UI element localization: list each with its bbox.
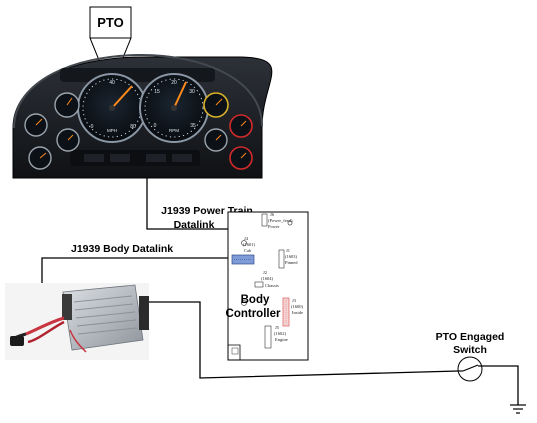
small-gauge [24, 113, 48, 137]
speedometer-tick-label: 40 [109, 80, 115, 86]
small-gauge [204, 128, 228, 152]
connector-j5 [264, 325, 272, 349]
instrument-cluster: 0 40 80 MPH 0 15 20 30 35 RPM [12, 53, 273, 179]
tachometer-gauge: 0 15 20 30 35 RPM [139, 73, 209, 143]
connector-j6-id: J6 [270, 212, 275, 217]
speedometer-unit: MPH [107, 128, 117, 133]
connector-j1-id: J1 [286, 248, 290, 253]
connector-j3-code: (1600) [291, 304, 303, 309]
connector-j2-name: Chassis [265, 283, 279, 288]
small-gauge [56, 128, 80, 152]
power-train-datalink-wire [146, 163, 237, 230]
connector-j3-name: Inside [292, 310, 303, 315]
small-gauge [54, 92, 80, 118]
connector-j1 [278, 249, 285, 269]
ground-wire [482, 365, 519, 405]
connector-j5-name: Engine [275, 337, 288, 342]
ground-icon [510, 404, 526, 414]
speedometer-needle [111, 85, 133, 109]
connector-j6-name: Power [268, 224, 280, 229]
connector-j1-name: Pinned [285, 260, 298, 265]
tachometer-tick-label: 30 [189, 89, 195, 95]
pto-callout-label: PTO [97, 15, 124, 30]
tachometer-tick-label: 35 [190, 123, 196, 129]
tachometer-needle [173, 81, 187, 109]
tachometer-tick-label: 15 [154, 89, 160, 95]
connector-j1-code: (1603) [285, 254, 297, 259]
connector-j6-code: (Power_feed) [268, 218, 293, 223]
speedometer-gauge: 0 40 80 MPH [77, 73, 147, 143]
connector-j4-name: Cab [244, 248, 252, 253]
tachometer-tick-label: 20 [171, 80, 177, 86]
power-train-datalink-label: Datalink [174, 219, 215, 231]
small-gauge [28, 146, 52, 170]
pto-engaged-switch: PTO Engaged Switch [436, 331, 505, 382]
connector-j3-id: J3 [292, 298, 297, 303]
speedometer-tick-label: 80 [130, 124, 136, 130]
connector-j4-id: J4 [244, 236, 249, 241]
small-gauge [229, 114, 253, 138]
body-controller: J6 (Power_feed) Power J4 (1601) Cab J1 (… [226, 211, 309, 361]
connector-j2-id: J2 [263, 270, 267, 275]
small-gauge [203, 92, 229, 118]
speedometer-tick-label: 0 [91, 124, 94, 130]
tachometer-tick-label: 0 [154, 123, 157, 129]
connector-j5-code: (1602) [274, 331, 286, 336]
connector-j5-id: J5 [275, 325, 280, 330]
pto-switch-label: Switch [453, 344, 487, 356]
connector-j4-code: (1601) [243, 242, 255, 247]
small-gauge [229, 146, 253, 170]
connector-j2 [254, 281, 264, 288]
connector-j2-code: (1604) [261, 276, 273, 281]
switch-wire [140, 301, 459, 379]
body-controller-module [5, 283, 149, 360]
connector-j6 [261, 213, 268, 227]
body-controller-title: Controller [226, 308, 281, 320]
tachometer-unit: RPM [169, 128, 179, 133]
pto-switch-label: PTO Engaged [436, 331, 505, 343]
body-datalink-label: J1939 Body Datalink [71, 243, 173, 255]
body-controller-title: Body [241, 294, 270, 306]
